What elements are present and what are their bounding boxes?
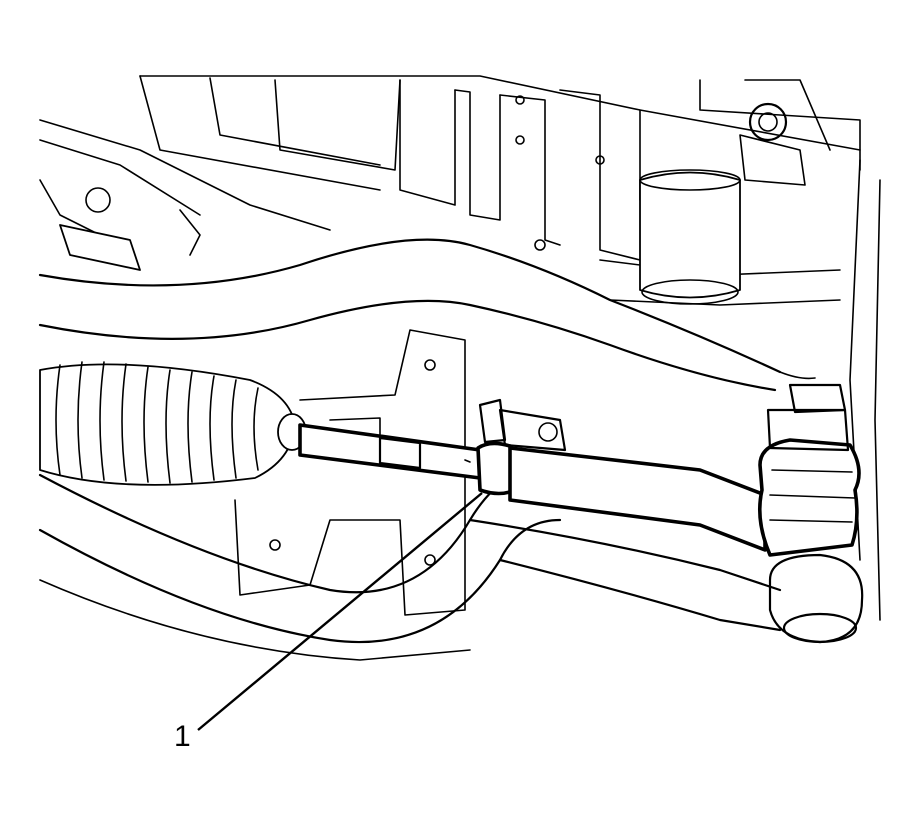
hose-fitting <box>59 187 201 271</box>
upper-bushing <box>639 102 806 305</box>
tie-rod <box>298 423 767 552</box>
bar-link-mount <box>478 398 567 452</box>
steering-rack-boot <box>39 361 307 486</box>
callout-number: 1 <box>174 720 191 753</box>
lower-control-arm <box>38 468 782 661</box>
callout-leader-line <box>197 492 483 731</box>
tie-rod-end <box>757 383 864 644</box>
stabilizer-bar <box>38 238 816 392</box>
